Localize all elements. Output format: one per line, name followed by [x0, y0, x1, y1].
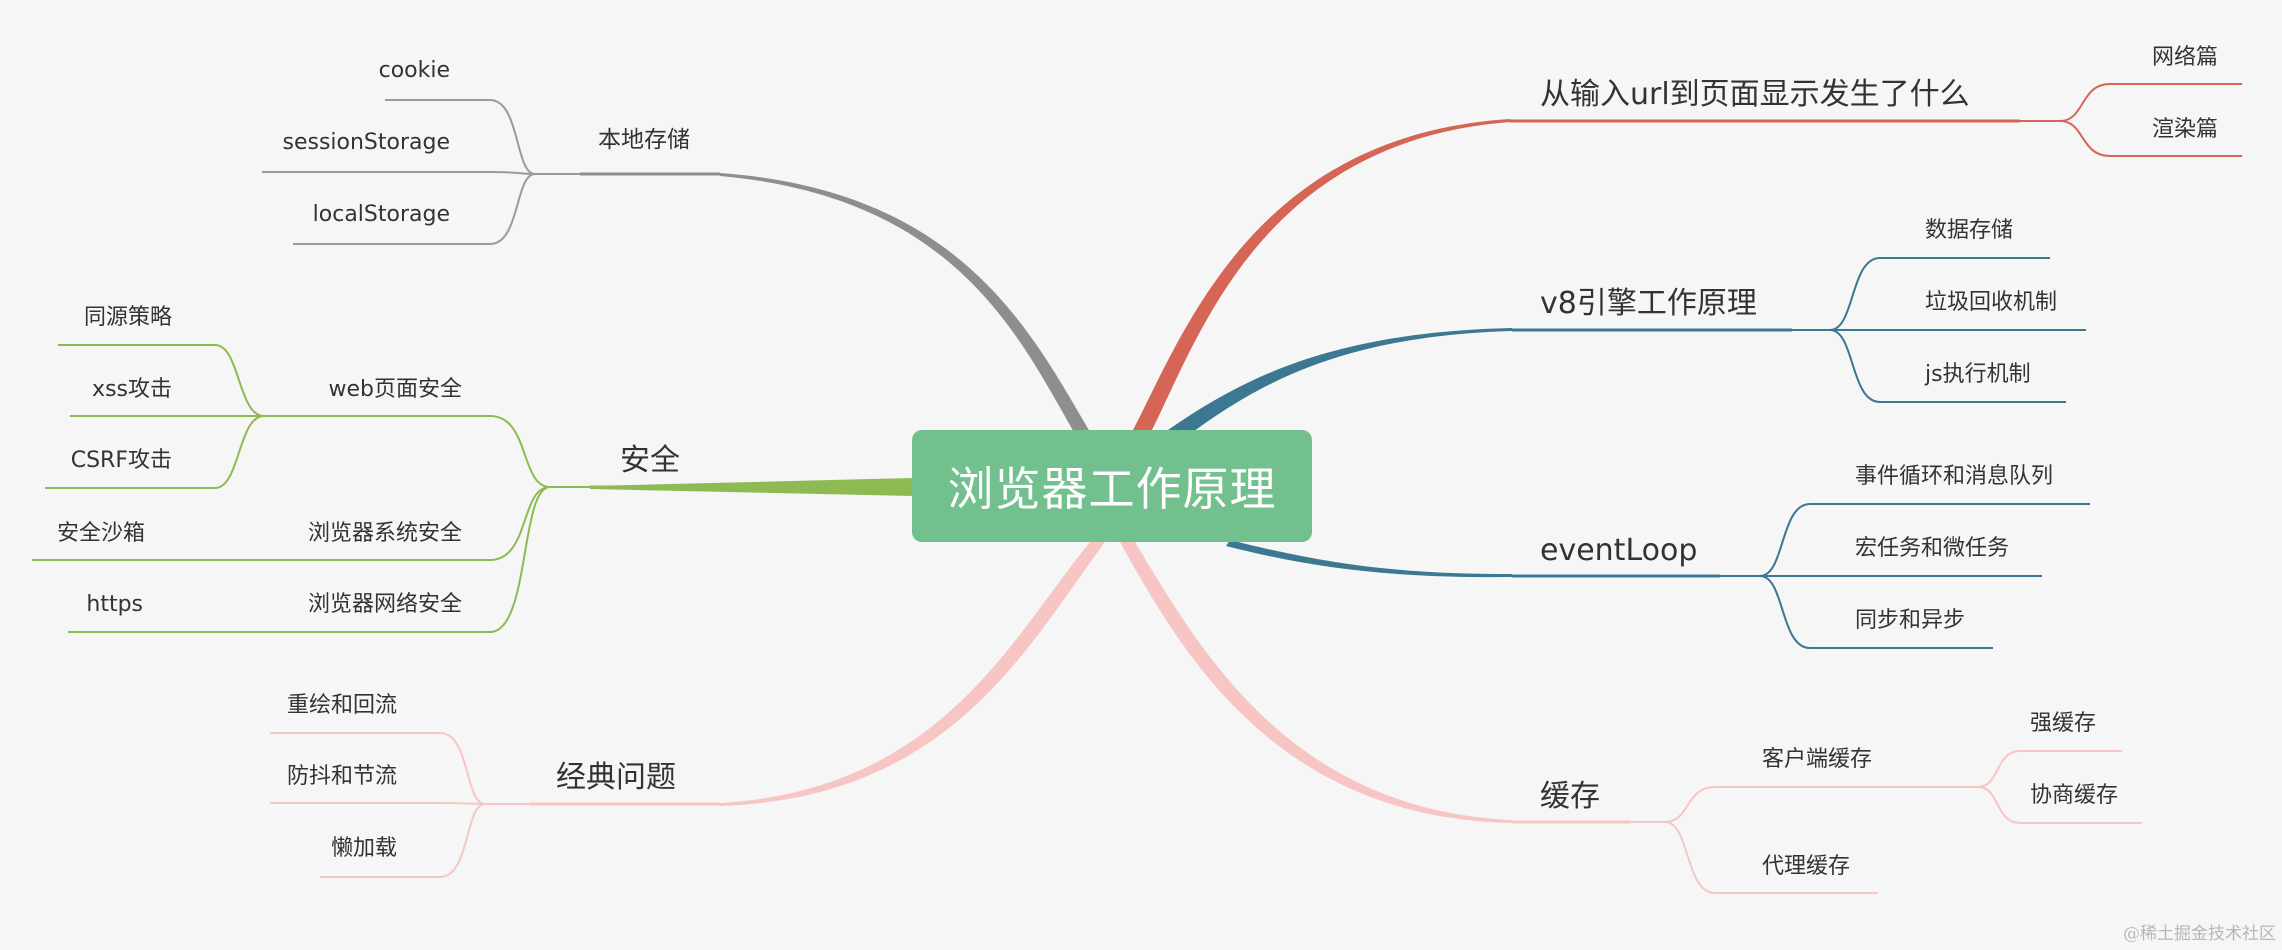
topic-url-label: 从输入url到页面显示发生了什么: [1540, 77, 1970, 112]
storage-session-label: sessionStorage: [282, 130, 450, 155]
url-render-label: 渲染篇: [2152, 117, 2218, 142]
classic-subtree: [270, 732, 530, 878]
classic-debounce-label: 防抖和节流: [287, 764, 397, 789]
eventloop-async-label: 同步和异步: [1855, 608, 1965, 633]
url-network-label: 网络篇: [2152, 45, 2218, 70]
topic-storage-label: 本地存储: [598, 127, 690, 153]
v8-js-label: js执行机制: [1924, 362, 2031, 387]
security-network-label: 浏览器网络安全: [308, 592, 462, 617]
storage-subtree: [262, 99, 580, 245]
cache-client-label: 客户端缓存: [1762, 747, 1872, 772]
v8-subtree: [1792, 257, 2086, 403]
cache-strong-label: 强缓存: [2030, 711, 2096, 736]
eventloop-subtree: [1720, 503, 2090, 649]
v8-data-label: 数据存储: [1925, 218, 2013, 243]
storage-local-label: localStorage: [313, 202, 450, 227]
classic-lazyload-label: 懒加载: [331, 836, 397, 861]
v8-gc-label: 垃圾回收机制: [1925, 290, 2057, 315]
root-topic[interactable]: 浏览器工作原理: [912, 430, 1312, 542]
branch-url-connector: [1132, 119, 1510, 434]
branch-eventloop-connector: [1226, 540, 1512, 578]
topic-cache-label: 缓存: [1540, 779, 1600, 814]
security-https-label: https: [86, 592, 143, 617]
security-csrf-label: CSRF攻击: [71, 448, 172, 473]
eventloop-queue-label: 事件循环和消息队列: [1855, 464, 2053, 489]
topic-classic-label: 经典问题: [556, 760, 676, 795]
security-system-label: 浏览器系统安全: [308, 521, 462, 546]
security-sandbox-label: 安全沙箱: [57, 521, 145, 546]
cache-subtree: [1630, 750, 2142, 894]
security-xss-label: xss攻击: [92, 377, 172, 402]
watermark: @稀土掘金技术社区: [2123, 924, 2276, 944]
topic-security-label: 安全: [620, 443, 680, 478]
url-subtree: [2020, 83, 2242, 157]
security-sop-label: 同源策略: [84, 305, 172, 330]
security-subtree: [32, 344, 590, 633]
cache-proxy-label: 代理缓存: [1762, 854, 1850, 879]
storage-cookie-label: cookie: [379, 58, 450, 83]
classic-repaint-label: 重绘和回流: [287, 693, 397, 718]
branch-cache-connector: [1120, 542, 1512, 823]
cache-negotiate-label: 协商缓存: [2030, 783, 2118, 808]
root-topic-label: 浏览器工作原理: [947, 462, 1277, 516]
branch-security-connector: [590, 478, 912, 496]
topic-v8-label: v8引擎工作原理: [1540, 286, 1757, 321]
branch-classic-connector: [720, 542, 1105, 806]
topic-eventloop-label: eventLoop: [1540, 533, 1697, 568]
branch-v8-connector: [1168, 328, 1512, 440]
security-web-label: web页面安全: [329, 377, 463, 402]
eventloop-task-label: 宏任务和微任务: [1855, 536, 2009, 561]
branch-storage-connector: [720, 173, 1090, 434]
